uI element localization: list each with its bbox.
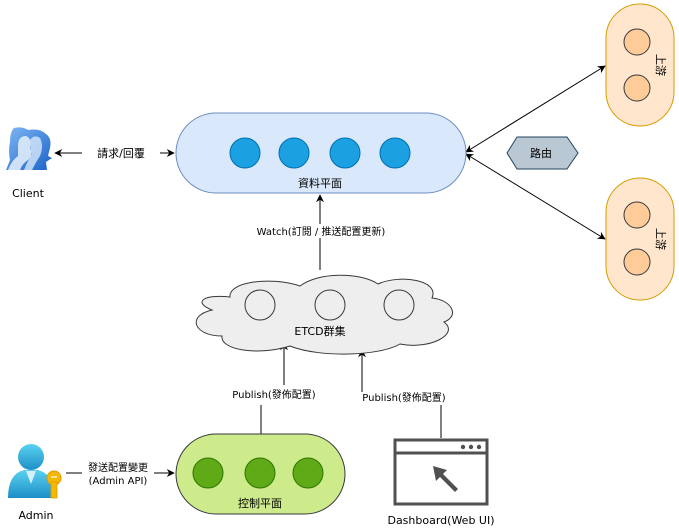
data-plane-instance <box>229 137 261 169</box>
etcd-instance <box>244 289 276 321</box>
control-plane-instance <box>192 457 224 489</box>
dashboard-label: Dashboard(Web UI) <box>387 514 494 527</box>
data-plane-instance <box>278 137 310 169</box>
browser-window-icon <box>393 438 489 506</box>
edge-label-request-response: 請求/回覆 <box>97 146 145 160</box>
client-label: Client <box>12 187 45 200</box>
etcd-instance <box>383 289 415 321</box>
edge-dataplane-upstream-2 <box>465 153 606 240</box>
upstream-instance <box>623 201 651 229</box>
control-plane-instance <box>244 457 276 489</box>
router-label: 路由 <box>530 146 552 160</box>
control-plane-instance <box>292 457 324 489</box>
upstream-node-1[interactable]: 上游 <box>605 3 675 127</box>
data-plane-instance <box>329 137 361 169</box>
edge-label-watch: Watch(訂閱 / 推送配置更新) <box>257 225 386 238</box>
upstream-label-1: 上游 <box>654 54 667 76</box>
edge-dataplane-upstream-1 <box>465 65 606 153</box>
edge-label-admin-api: (Admin API) <box>89 476 148 487</box>
users-icon <box>6 127 52 170</box>
edge-client-dataplane: 請求/回覆 <box>54 146 175 160</box>
client-node[interactable]: Client <box>6 127 52 200</box>
data-plane-node[interactable]: 資料平面 <box>175 112 467 194</box>
etcd-label: ETCD群集 <box>294 324 345 338</box>
edge-dashboard-etcd: Publish(發佈配置) <box>358 349 446 438</box>
router-node[interactable]: 路由 <box>506 136 579 170</box>
upstream-instance <box>623 248 651 276</box>
upstream-instance <box>623 74 651 102</box>
control-plane-node[interactable]: 控制平面 <box>175 433 346 515</box>
edge-control-etcd: Publish(發佈配置) <box>232 342 316 434</box>
edge-label-publish-control: Publish(發佈配置) <box>232 388 316 401</box>
data-plane-instance <box>379 137 411 169</box>
etcd-instance <box>314 289 346 321</box>
cursor-icon <box>433 466 458 492</box>
upstream-label-2: 上游 <box>654 228 667 250</box>
admin-label: Admin <box>18 509 53 522</box>
upstream-node-2[interactable]: 上游 <box>605 177 675 301</box>
admin-key-icon <box>8 444 62 499</box>
data-plane-label: 資料平面 <box>298 176 342 190</box>
admin-node[interactable]: Admin <box>8 444 62 522</box>
edge-admin-control: 發送配置變更 (Admin API) <box>66 460 175 488</box>
dashboard-node[interactable]: Dashboard(Web UI) <box>387 438 495 527</box>
control-plane-label: 控制平面 <box>238 496 282 510</box>
edge-label-send-config: 發送配置變更 <box>88 461 148 474</box>
upstream-instance <box>623 28 651 56</box>
edge-etcd-dataplane: Watch(訂閱 / 推送配置更新) <box>250 194 392 270</box>
etcd-cluster-node[interactable]: ETCD群集 <box>195 274 453 355</box>
edge-label-publish-dashboard: Publish(發佈配置) <box>362 391 446 404</box>
